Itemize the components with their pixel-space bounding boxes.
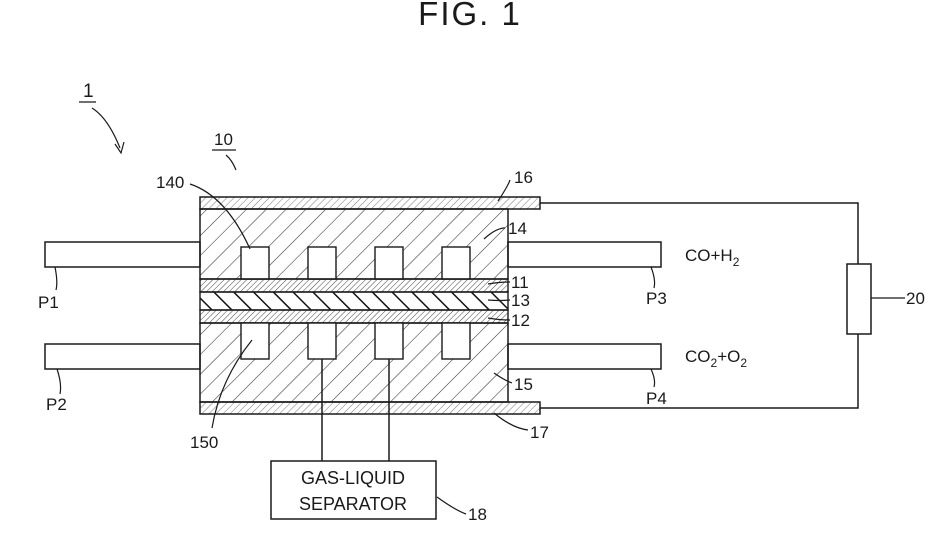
label-system: 1 (83, 81, 94, 102)
label-power-source: 20 (906, 289, 925, 308)
cathode-channel (375, 247, 403, 279)
anode-channel (308, 323, 336, 359)
cathode-channel (241, 247, 269, 279)
anode-product-label: CO2+O2 (685, 347, 747, 370)
leader-cell (226, 155, 236, 170)
label-17: 17 (530, 423, 549, 442)
anode-collector-17 (200, 402, 540, 414)
label-p3: P3 (646, 289, 667, 308)
separator-line1: GAS-LIQUID (301, 468, 405, 488)
label-11: 11 (511, 273, 529, 292)
label-separator: 18 (468, 505, 487, 524)
leader-13 (488, 300, 510, 301)
leader-p4 (651, 369, 655, 387)
label-13: 13 (511, 291, 530, 310)
label-cell: 10 (214, 130, 233, 149)
pipe-p3 (508, 242, 661, 267)
leader-p3 (651, 267, 655, 288)
cathode-product-label: CO+H2 (685, 246, 740, 269)
label-16: 16 (514, 168, 533, 187)
cathode-collector-16 (200, 197, 540, 209)
anode-channel (241, 323, 269, 359)
figure-title: FIG. 1 (418, 0, 522, 32)
cathode-channel (308, 247, 336, 279)
leader-p1 (55, 267, 57, 290)
leader-system (92, 108, 120, 148)
anode-channel (375, 323, 403, 359)
label-p4: P4 (646, 389, 667, 408)
pipe-p1 (45, 242, 200, 267)
label-15: 15 (514, 375, 533, 394)
label-p1: P1 (38, 293, 59, 312)
separator-line2: SEPARATOR (299, 494, 407, 514)
cathode-channel (442, 247, 470, 279)
pipe-p4 (508, 344, 661, 369)
pipe-p2 (45, 344, 200, 369)
anode-electrode-12 (200, 310, 508, 323)
anode-channel (442, 323, 470, 359)
cathode-electrode-11 (200, 279, 508, 292)
leader-p2 (57, 369, 61, 394)
leader-17 (494, 413, 528, 430)
power-source-20 (847, 264, 871, 334)
label-12: 12 (511, 311, 530, 330)
label-p2: P2 (46, 395, 67, 414)
label-140: 140 (156, 173, 184, 192)
leader-separator (437, 497, 466, 514)
membrane-13 (200, 292, 508, 310)
label-150: 150 (190, 433, 218, 452)
label-14: 14 (508, 219, 527, 238)
